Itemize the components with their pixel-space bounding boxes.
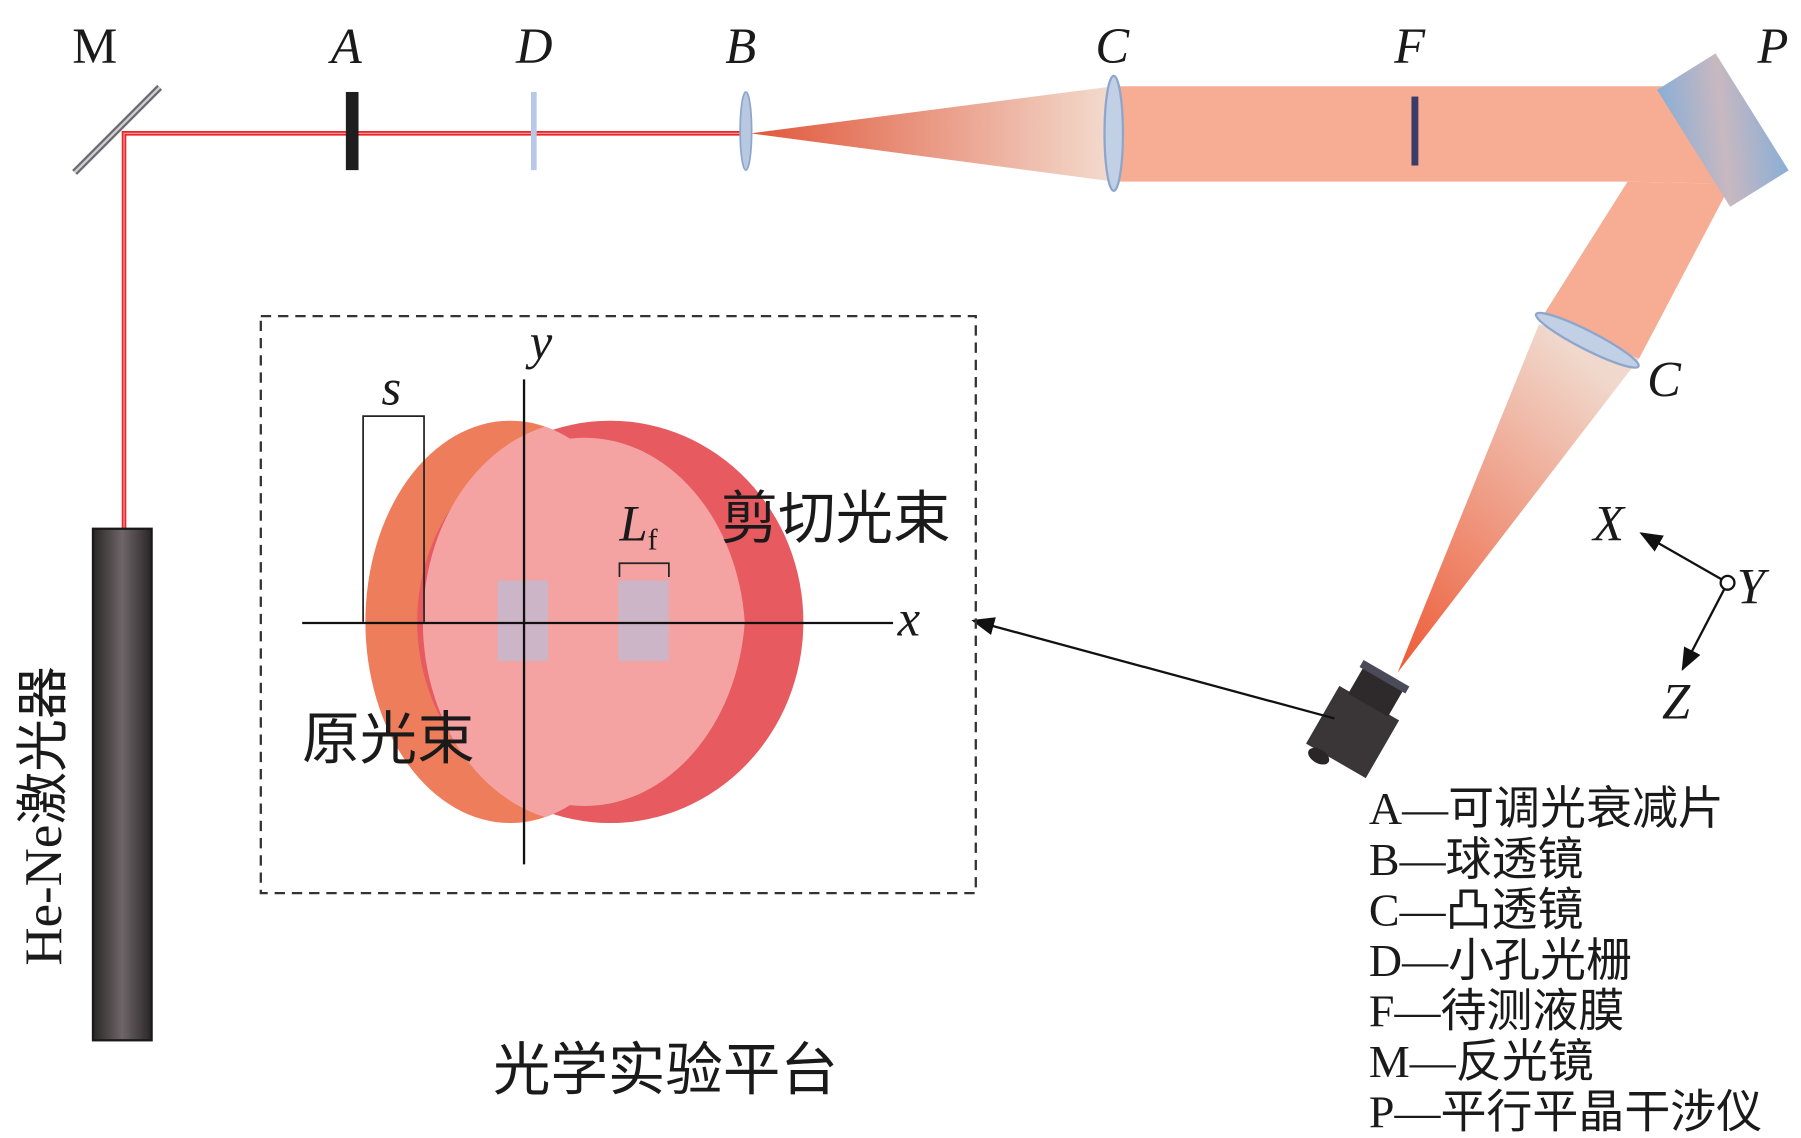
fringe-marker-2 xyxy=(618,580,669,661)
laser-label: He-Ne激光器 xyxy=(15,666,73,965)
reflected-beam xyxy=(1539,181,1732,359)
sheared-beam-label: 剪切光束 xyxy=(721,488,951,551)
label-F: F xyxy=(1393,18,1426,74)
label-P: P xyxy=(1756,18,1788,74)
axis-X-label: X xyxy=(1591,495,1626,551)
legend: A—可调光衰减片 B—球透镜 C—凸透镜 D—小孔光栅 F—待测液膜 M—反光镜… xyxy=(1369,783,1762,1137)
pinhole-grating-D xyxy=(530,91,537,171)
label-M: M xyxy=(72,18,117,74)
s-label: s xyxy=(382,360,402,416)
camera-icon xyxy=(1306,660,1410,779)
legend-item: D—小孔光栅 xyxy=(1369,935,1632,986)
platform-label: 光学实验平台 xyxy=(493,1040,838,1103)
legend-item: B—球透镜 xyxy=(1369,834,1584,885)
legend-item: F—待测液膜 xyxy=(1369,985,1624,1036)
label-D: D xyxy=(515,18,553,74)
label-B: B xyxy=(725,18,756,74)
lf-bracket xyxy=(618,562,670,578)
y-axis-label: y xyxy=(525,314,553,370)
axis-Y-label: Y xyxy=(1737,558,1770,614)
lf-label: Lf xyxy=(618,495,657,556)
imaging-arrow xyxy=(971,617,1335,720)
attenuator-A xyxy=(345,91,359,171)
label-C-side: C xyxy=(1647,352,1682,408)
coordinate-axes: X Y Z xyxy=(1591,495,1770,729)
s-bracket xyxy=(362,415,425,622)
convex-lens-C-side xyxy=(1534,311,1640,369)
liquid-film-F xyxy=(1411,96,1419,166)
expanding-beam-cone xyxy=(750,86,1114,182)
legend-item: P—平行平晶干涉仪 xyxy=(1369,1087,1762,1138)
he-ne-laser-tube xyxy=(91,527,153,1042)
axis-Z-label: Z xyxy=(1662,673,1691,729)
label-C-top: C xyxy=(1095,18,1130,74)
legend-item: A—可调光衰减片 xyxy=(1369,783,1724,834)
legend-item: C—凸透镜 xyxy=(1369,884,1584,935)
platform-dashed-box xyxy=(259,314,977,895)
ball-lens-B xyxy=(739,91,753,171)
convex-lens-C-top xyxy=(1103,74,1125,192)
label-A: A xyxy=(328,18,363,74)
focusing-beam-cone xyxy=(1397,324,1640,673)
interferometer-P xyxy=(1657,53,1789,207)
legend-item: M—反光镜 xyxy=(1369,1036,1594,1087)
original-beam-label: 原光束 xyxy=(302,709,474,772)
collimated-beam xyxy=(1113,86,1732,184)
x-axis-label: x xyxy=(897,591,921,647)
